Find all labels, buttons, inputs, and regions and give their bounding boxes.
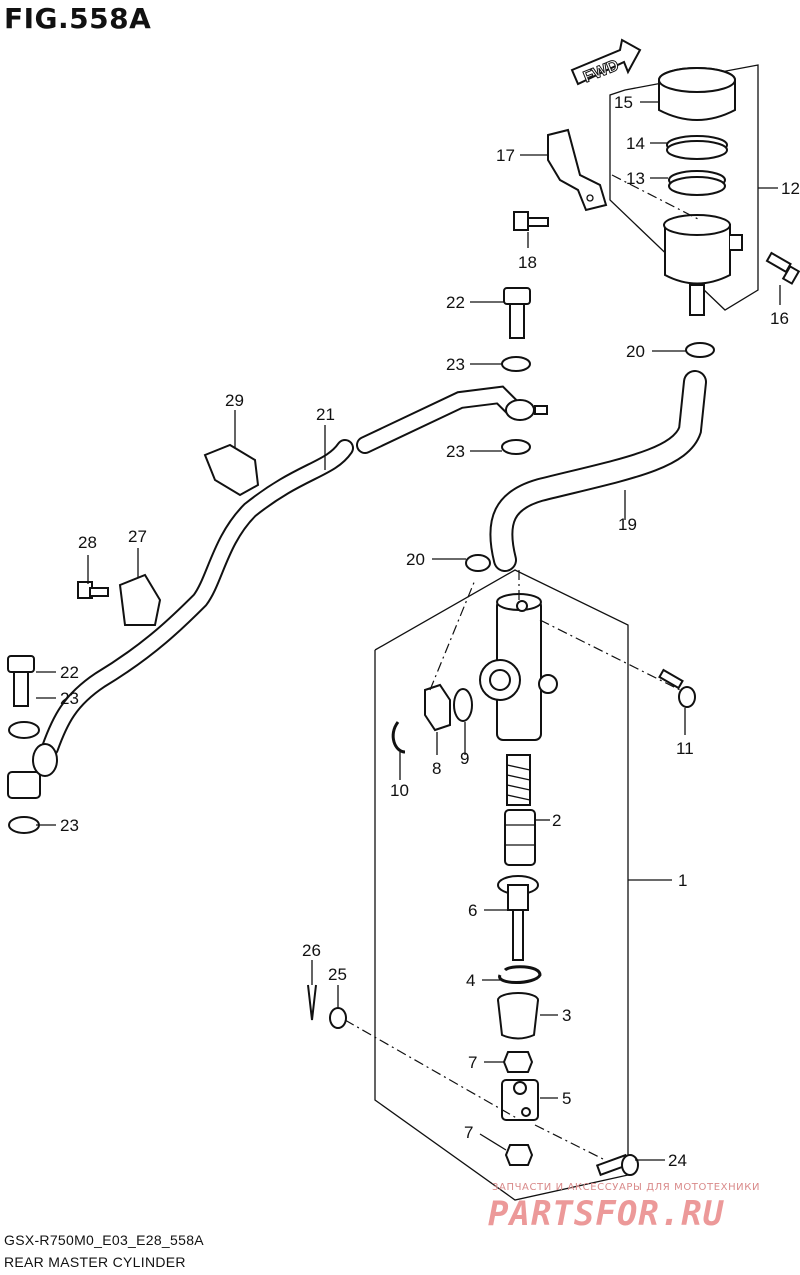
brake-hose-part	[32, 385, 548, 777]
washer-part	[8, 816, 40, 834]
watermark-logo: PARTSFOR.RU	[488, 1194, 725, 1234]
hose-bracket-part	[547, 128, 608, 212]
washer-part	[8, 721, 40, 739]
reservoir-tank-part	[663, 214, 743, 316]
callout-14: 14	[626, 134, 645, 153]
callout-1: 1	[678, 871, 687, 890]
callout-4: 4	[466, 971, 475, 990]
banjo-fitting-part	[7, 771, 41, 799]
callout-13: 13	[626, 169, 645, 188]
callout-12: 12	[781, 179, 800, 198]
circlip-part	[391, 721, 406, 754]
bracket-bolt-part	[513, 211, 549, 231]
hose-clamp-part	[203, 443, 260, 497]
callout-23-b: 23	[446, 442, 465, 461]
washer-part	[501, 356, 531, 372]
washer-part	[501, 439, 531, 455]
callout-23-d: 23	[60, 816, 79, 835]
guide-bolt-part	[77, 581, 109, 599]
o-ring-part	[453, 688, 473, 722]
callout-7-lower: 7	[464, 1123, 473, 1142]
callout-20-lower: 20	[406, 550, 425, 569]
reservoir-bolt-part	[765, 251, 800, 285]
fwd-arrow-icon: FWD	[570, 38, 642, 87]
clevis-part	[501, 1079, 539, 1121]
callout-23-a: 23	[446, 355, 465, 374]
callout-16: 16	[770, 309, 789, 328]
cotter-pin-part	[307, 984, 317, 1021]
callout-22-lower: 22	[60, 663, 79, 682]
callout-18: 18	[518, 253, 537, 272]
callout-21: 21	[316, 405, 335, 424]
callout-7-upper: 7	[468, 1053, 477, 1072]
callout-15: 15	[614, 93, 633, 112]
callout-17: 17	[496, 146, 515, 165]
figure-title: FIG.558A	[4, 2, 152, 35]
callout-23-c: 23	[60, 689, 79, 708]
callout-27: 27	[128, 527, 147, 546]
callout-28: 28	[78, 533, 97, 552]
clevis-pin-part	[595, 1153, 639, 1177]
callout-19: 19	[618, 515, 637, 534]
callout-24: 24	[668, 1151, 687, 1170]
callout-9: 9	[460, 749, 469, 768]
lock-nut-part	[502, 1051, 534, 1073]
push-rod-part	[497, 875, 539, 961]
lock-nut-part	[504, 1144, 534, 1166]
piston-spring-part	[504, 754, 536, 866]
dust-boot-part	[497, 992, 539, 1040]
hose-connector-part	[424, 683, 451, 732]
callout-3: 3	[562, 1006, 571, 1025]
callout-26: 26	[302, 941, 321, 960]
watermark-tagline: ЗАПЧАСТИ И АКСЕССУАРЫ ДЛЯ МОТОТЕХНИКИ	[492, 1182, 761, 1193]
callout-11: 11	[676, 739, 694, 758]
callout-2: 2	[552, 811, 561, 830]
reservoir-cap-part	[658, 67, 736, 121]
master-cylinder-body-part	[479, 593, 558, 741]
reservoir-hose-part	[489, 370, 707, 572]
callout-6: 6	[468, 901, 477, 920]
callout-29: 29	[225, 391, 244, 410]
pin-washer-part	[329, 1007, 347, 1029]
callout-10: 10	[390, 781, 409, 800]
reservoir-assembly-bracket	[609, 64, 759, 311]
callout-20-upper: 20	[626, 342, 645, 361]
callout-5: 5	[562, 1089, 571, 1108]
hose-clip-part	[685, 342, 715, 358]
figure-code: GSX-R750M0_E03_E28_558A	[4, 1232, 204, 1248]
callout-8: 8	[432, 759, 441, 778]
banjo-bolt-lower-part	[7, 655, 35, 707]
callout-22-upper: 22	[446, 293, 465, 312]
hose-clip-part	[465, 554, 491, 572]
banjo-bolt-upper-part	[503, 287, 531, 339]
hose-guide-part	[118, 573, 162, 626]
figure-name: REAR MASTER CYLINDER	[4, 1254, 186, 1270]
mounting-screw-part	[658, 668, 696, 708]
push-rod-circlip-part	[498, 965, 542, 984]
callout-25: 25	[328, 965, 347, 984]
